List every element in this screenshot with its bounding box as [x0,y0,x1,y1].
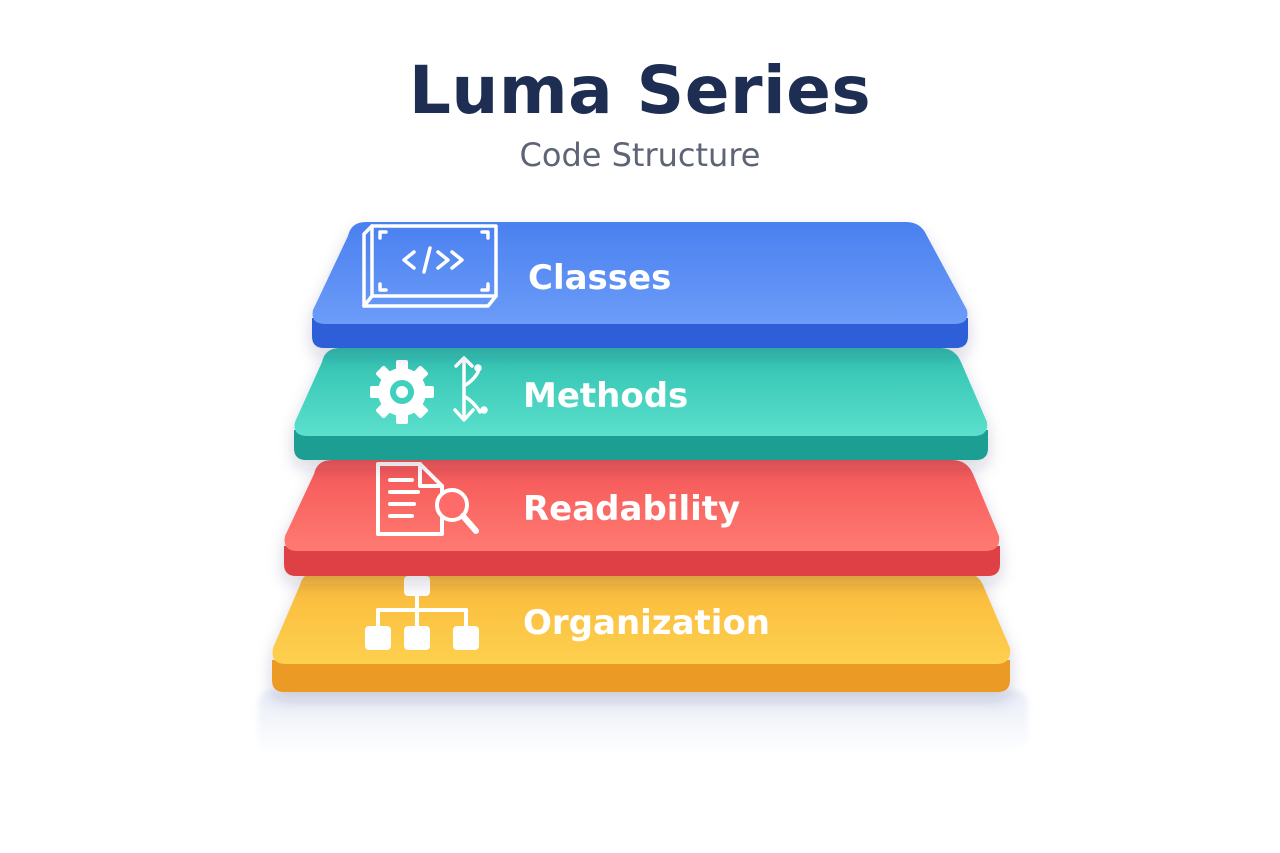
layer-readability-edge [284,546,1000,576]
layer-label-methods: Methods [523,376,688,416]
page-subtitle: Code Structure [519,136,761,174]
layer-methods-edge [294,430,988,460]
gear-icon [370,360,434,424]
gear-branch-icon [370,356,488,424]
layer-label-organization: Organization [523,603,770,643]
layer-readability-top [284,460,1000,551]
layer-label-classes: Classes [528,258,671,298]
stack-shadow [258,690,1028,750]
document-search-icon [376,462,479,536]
layer-classes-top [312,222,968,324]
layer-label-readability: Readability [523,489,740,529]
layer-readability [284,460,1000,576]
hierarchy-icon [365,576,479,650]
page-title: Luma Series [408,52,872,129]
code-book-icon [362,224,498,308]
layer-organization-edge [272,660,1010,692]
layer-classes-edge [312,318,968,348]
layer-classes [312,222,968,348]
branch-arrows-icon [453,356,488,422]
